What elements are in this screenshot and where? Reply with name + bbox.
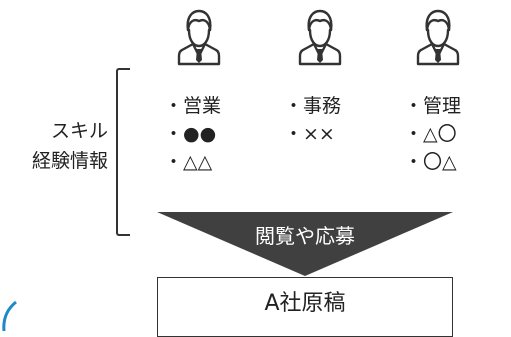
view-or-apply-label: 閲覧や応募 bbox=[255, 224, 355, 248]
skill-list-management: ・管理 ・△〇 ・〇△ bbox=[404, 92, 494, 176]
company-a-draft-label: A社原稿 bbox=[264, 291, 346, 316]
skill-item: ・△△ bbox=[164, 151, 213, 173]
decorative-arc bbox=[2, 300, 17, 331]
skill-item: ・×× bbox=[284, 123, 335, 145]
left-bracket bbox=[116, 68, 130, 236]
skill-item: ・〇△ bbox=[404, 151, 457, 173]
skill-experience-label: スキル 経験情報 bbox=[18, 116, 108, 176]
skill-item: ・営業 bbox=[164, 95, 222, 117]
person-icon-management bbox=[416, 9, 460, 66]
person-icon-sales bbox=[177, 9, 221, 66]
person-icon-admin bbox=[298, 9, 342, 66]
company-a-draft-box: A社原稿 bbox=[157, 277, 453, 337]
side-label-line: スキル bbox=[50, 120, 108, 142]
skill-list-sales: ・営業 ・●● ・△△ bbox=[164, 92, 254, 176]
skill-item: ・事務 bbox=[284, 95, 342, 117]
skill-item: ・△〇 bbox=[404, 123, 457, 145]
side-label-line: 経験情報 bbox=[31, 150, 108, 172]
funnel-arrow bbox=[157, 212, 453, 276]
skill-item: ・●● bbox=[164, 123, 217, 145]
skill-item: ・管理 bbox=[404, 95, 462, 117]
skill-list-admin: ・事務 ・×× bbox=[284, 92, 374, 148]
